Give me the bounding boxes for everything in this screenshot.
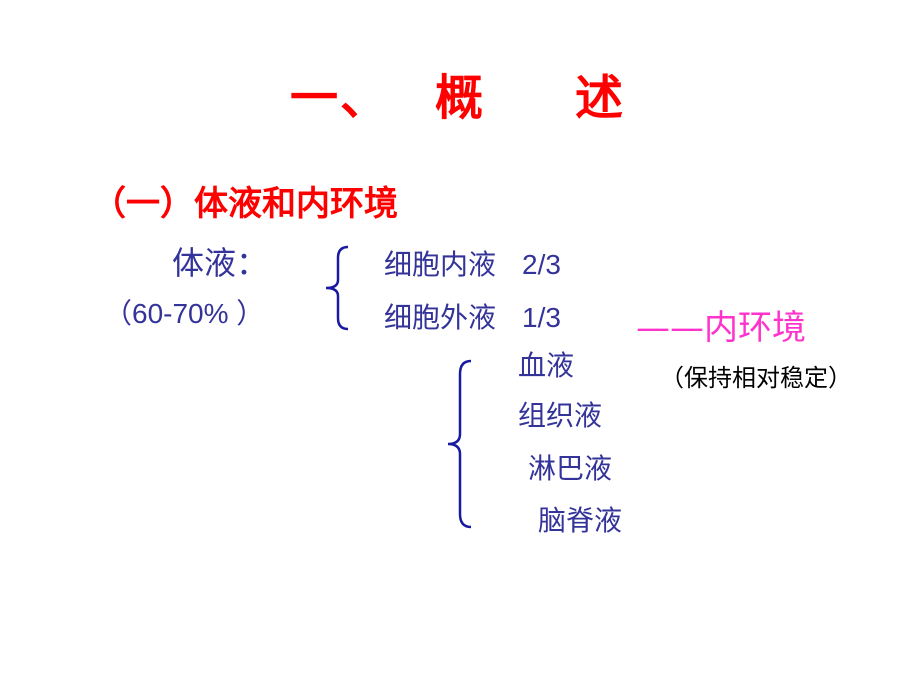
intracellular-fluid-name: 细胞内液: [384, 248, 497, 281]
body-fluid-label: 体液：: [172, 244, 269, 282]
extracellular-fluid-fraction: 1/3: [522, 302, 561, 333]
slide-title: 一、概 述: [290, 58, 625, 128]
title-char-2: 述: [575, 70, 626, 126]
component-lymph: 淋巴液: [528, 452, 613, 485]
stability-note: （保持相对稳定）: [660, 364, 852, 392]
title-char-1: 概: [435, 70, 486, 126]
brace-icon: [447, 359, 472, 529]
extracellular-fluid-name: 细胞外液: [384, 301, 497, 334]
internal-environment-label: ——内环境: [636, 308, 806, 348]
component-csf: 脑脊液: [538, 504, 623, 537]
brace-icon: [325, 245, 349, 331]
extracellular-fluid-row: 细胞外液 1/3: [384, 296, 561, 336]
component-blood: 血液: [518, 349, 575, 382]
component-tissue-fluid: 组织液: [518, 399, 603, 432]
title-numeral: 一、: [290, 70, 391, 126]
section-heading: （一）体液和内环境: [92, 184, 398, 224]
body-fluid-percent: （60-70% ）: [104, 298, 265, 329]
intracellular-fluid-fraction: 2/3: [522, 249, 561, 280]
intracellular-fluid-row: 细胞内液 2/3: [384, 243, 561, 283]
